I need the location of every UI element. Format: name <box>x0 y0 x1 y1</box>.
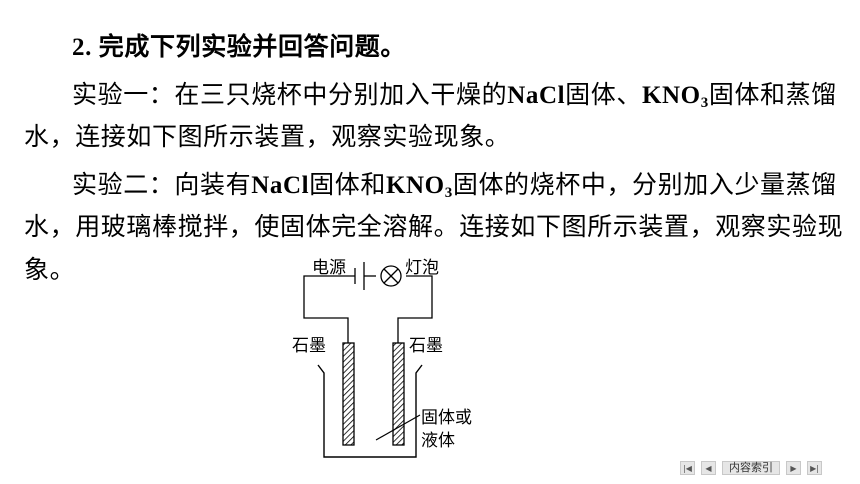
formula-kno3: KNO3 <box>641 82 709 111</box>
text-segment: 实验一：在三只烧杯中分别加入干燥的 <box>72 80 508 109</box>
experiment-1-line: 实验一：在三只烧杯中分别加入干燥的NaCl固体、KNO3固体和蒸馏 <box>72 75 837 112</box>
formula-kno3: KNO3 <box>385 172 453 201</box>
text-segment: 固体、 <box>565 80 642 109</box>
question-title: 2. 完成下列实验并回答问题。 <box>72 27 406 63</box>
circuit-wire <box>303 275 433 343</box>
slide-navigation: |◀ ◀ 内容索引 ▶ ▶| <box>680 460 822 476</box>
formula-nacl: NaCl <box>507 82 566 109</box>
formula-nacl: NaCl <box>251 172 310 199</box>
bulb-icon <box>380 265 402 287</box>
last-page-icon[interactable]: ▶| <box>807 461 822 475</box>
graphite-electrode-left <box>342 342 355 446</box>
beaker <box>317 364 423 458</box>
prev-page-icon[interactable]: ◀ <box>701 461 716 475</box>
graphite-right-label: 石墨 <box>409 336 443 356</box>
experiment-2-line-2: 水，用玻璃棒搅拌，使固体完全溶解。连接如下图所示装置，观察实验现 <box>24 212 844 241</box>
content-label-line-1: 固体或 <box>421 408 472 428</box>
battery-icon <box>354 262 365 290</box>
content-index-button[interactable]: 内容索引 <box>722 461 780 475</box>
content-pointer-line <box>375 414 421 441</box>
content-label-line-2: 液体 <box>421 431 455 451</box>
first-page-icon[interactable]: |◀ <box>680 461 695 475</box>
graphite-electrode-right <box>392 342 405 446</box>
graphite-left-label: 石墨 <box>292 336 326 356</box>
experiment-2-line-3: 象。 <box>24 255 76 284</box>
text-segment: 固体和蒸馏 <box>708 80 837 109</box>
experiment-2-line: 实验二：向装有NaCl固体和KNO3固体的烧杯中，分别加入少量蒸馏 <box>72 170 837 201</box>
bulb-label: 灯泡 <box>405 258 439 278</box>
conductivity-apparatus-diagram: 电源 灯泡 石墨 石墨 固体或 液体 <box>292 258 472 458</box>
question-number-text: 2. 完成下列实验并回答问题。 <box>72 34 407 61</box>
next-page-icon[interactable]: ▶ <box>786 461 801 475</box>
power-label: 电源 <box>312 258 346 278</box>
experiment-1-line-2: 水，连接如下图所示装置，观察实验现象。 <box>24 122 511 151</box>
